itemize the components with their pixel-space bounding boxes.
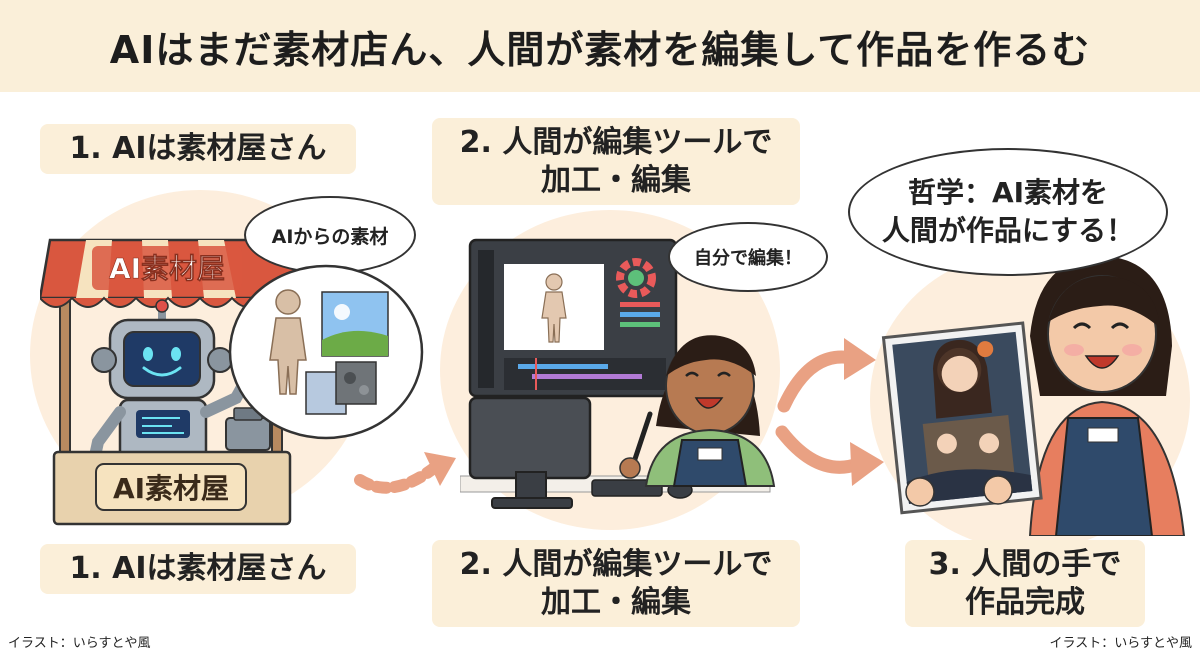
color-wheel-icon (616, 258, 656, 298)
artwork-frame (881, 321, 1043, 515)
counter-sign-board (95, 463, 247, 511)
counter-sign-text: AI素材屋 (113, 472, 229, 505)
philosophy-bubble: 哲学：AI素材を 人間が作品にする！ (848, 148, 1168, 276)
step1-top-label: 1. AIは素材屋さん (40, 124, 356, 174)
presenting-woman-apron (1054, 417, 1154, 536)
arrow-step2-to-step3-lower (775, 425, 884, 486)
editing-illustration (460, 238, 776, 509)
self-edit-bubble: 自分で編集！ (668, 222, 828, 292)
robot-face-screen (123, 331, 201, 387)
step2-bottom-label: 2. 人間が編集ツールで 加工・編集 (432, 540, 800, 627)
page-title: AIはまだ素材店ん、人間が素材を編集して作品を作るむ (109, 27, 1091, 72)
pc-monitor (468, 396, 592, 480)
illustration-credit-left: イラスト：いらすとや風 (8, 636, 151, 651)
ai-materials-circle (228, 264, 424, 440)
arrow-step1-to-step2 (354, 452, 456, 494)
awning-sign-board (92, 246, 242, 290)
keyboard-icon (591, 479, 663, 497)
presenting-woman (1028, 256, 1186, 536)
step3-bottom-label: 3. 人間の手で 作品完成 (905, 540, 1145, 627)
landscape-image-icon (321, 291, 389, 357)
texture-swatch-gray (335, 361, 377, 405)
title-bar: AIはまだ素材店ん、人間が素材を編集して作品を作るむ (0, 0, 1200, 92)
finished-artwork-illustration (881, 256, 1186, 536)
canvas-mannequin-icon (541, 273, 567, 343)
editor-toolbar (478, 250, 494, 388)
mannequin-icon (269, 289, 307, 395)
woman-apron (672, 439, 748, 487)
editing-woman (619, 335, 776, 487)
illustration-credit-right: イラスト：いらすとや風 (1049, 636, 1192, 651)
awning-sign-text: AI素材屋 (109, 252, 225, 285)
arrow-step2-to-step3-upper (777, 338, 876, 413)
ai-shop-illustration: AI素材屋 AI素材屋 (40, 238, 304, 526)
step1-bottom-label: 1. AIは素材屋さん (40, 544, 356, 594)
step2-top-label: 2. 人間が編集ツールで 加工・編集 (432, 118, 800, 205)
